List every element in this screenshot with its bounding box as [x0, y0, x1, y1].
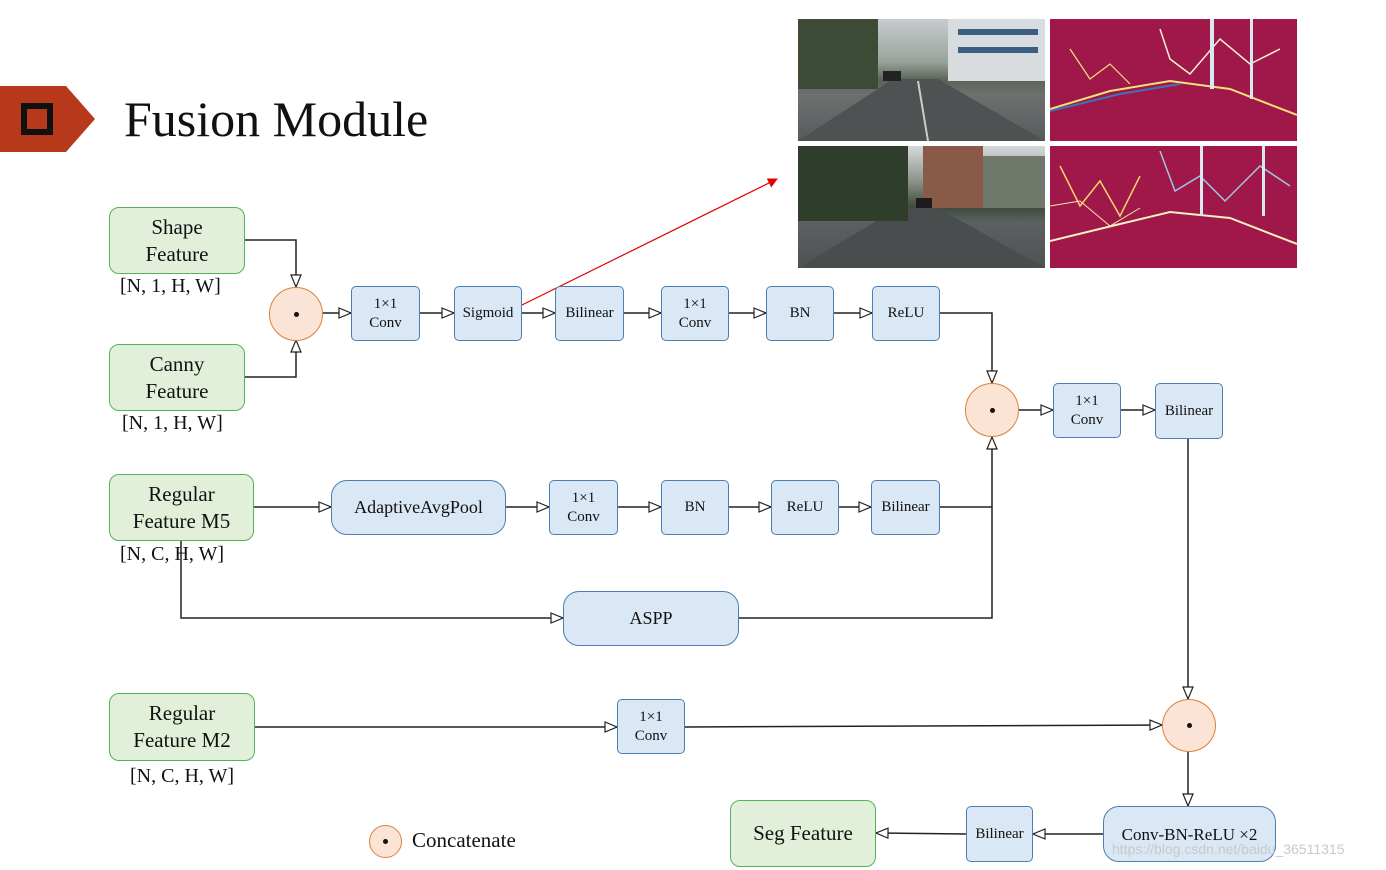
m2-label-2: Feature M2: [133, 728, 231, 752]
shape-map-top: [1050, 19, 1297, 141]
sigmoid-box: Sigmoid: [454, 286, 522, 341]
row2-bilinear-box: Bilinear: [871, 480, 940, 535]
page-title: Fusion Module: [124, 91, 429, 147]
street-photo-top: [798, 19, 1045, 141]
row1-conv2-label-2: Conv: [678, 314, 712, 331]
street-photo-bottom: [798, 146, 1045, 268]
row1-relu-box: ReLU: [872, 286, 940, 341]
canny-feature-dims: [N, 1, H, W]: [122, 412, 223, 434]
row2-conv-label-2: Conv: [567, 508, 600, 525]
output-bilinear-box: Bilinear: [966, 806, 1033, 862]
merge-bilinear-box: Bilinear: [1155, 383, 1223, 439]
watermark: https://blog.csdn.net/baidu_36511315: [1112, 841, 1345, 857]
canny-feature-label-1: Canny: [149, 351, 205, 376]
row2-bn-box: BN: [661, 480, 729, 535]
shape-feature-label-2: Feature: [145, 241, 209, 266]
m2-dims: [N, C, H, W]: [130, 765, 235, 787]
square-icon: [21, 103, 53, 135]
canny-feature-label-2: Feature: [145, 378, 209, 403]
row1-bilinear-box: Bilinear: [555, 286, 624, 341]
row1-conv-label-2: Conv: [369, 314, 402, 331]
canny-map-bottom: [1050, 146, 1297, 268]
aspp-box: ASPP: [563, 591, 739, 646]
row2-conv-label-1: 1×1: [571, 489, 596, 506]
row2-relu-box: ReLU: [771, 480, 839, 535]
seg-feature-box: Seg Feature: [730, 800, 876, 867]
m2-conv-label-2: Conv: [634, 727, 668, 744]
m5-dims: [N, C, H, W]: [120, 543, 225, 565]
legend-concat-label: Concatenate: [412, 828, 516, 852]
row1-conv2-label-1: 1×1: [683, 295, 707, 312]
m2-conv-label-1: 1×1: [639, 708, 663, 725]
merge-conv-label-1: 1×1: [1075, 392, 1099, 409]
concat-node-middle: [965, 383, 1019, 437]
conv-bn-relu-box: Conv-BN-ReLU ×2: [1103, 806, 1276, 862]
merge-conv-label-2: Conv: [1070, 411, 1104, 428]
adaptive-avg-pool-box: AdaptiveAvgPool: [331, 480, 506, 535]
row1-conv-label-1: 1×1: [373, 295, 398, 312]
legend-concat-icon: [369, 825, 402, 858]
m5-label-1: Regular: [148, 481, 215, 506]
shape-feature-dims: [N, 1, H, W]: [120, 275, 221, 297]
concat-node-final: [1162, 699, 1216, 752]
m5-label-2: Feature M5: [132, 508, 231, 533]
concat-node-shape-canny: [269, 287, 323, 341]
row1-bn-box: BN: [766, 286, 834, 341]
m2-label-1: Regular: [148, 701, 216, 725]
shape-feature-label-1: Shape: [151, 214, 203, 239]
